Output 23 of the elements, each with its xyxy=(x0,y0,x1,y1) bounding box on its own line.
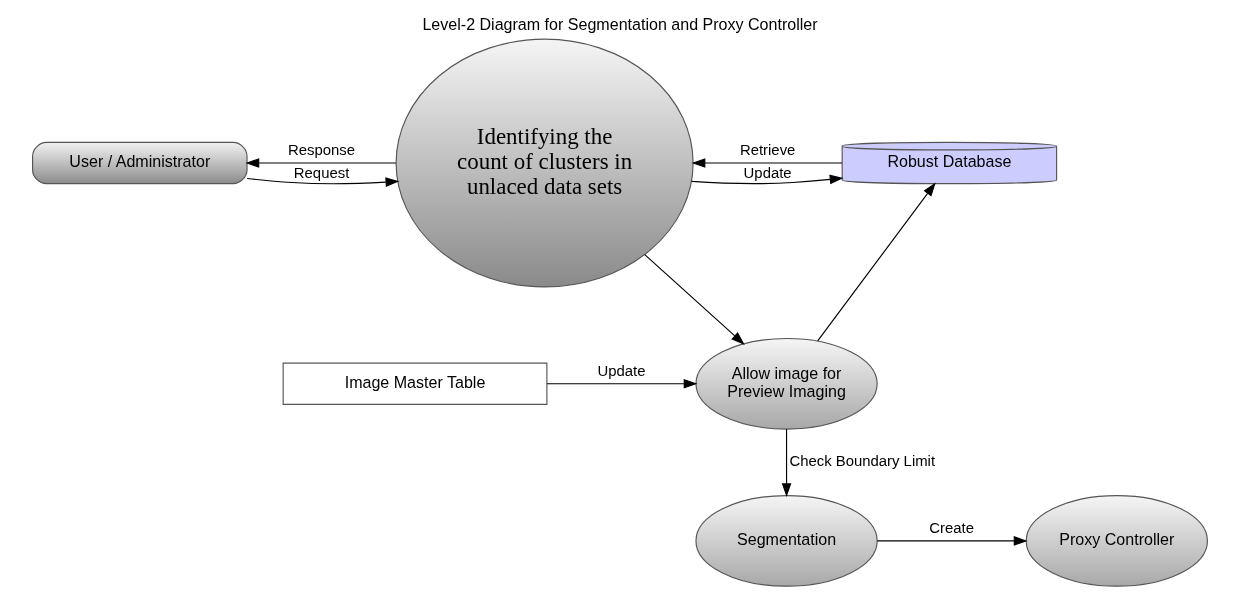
edge-label: Request xyxy=(293,165,349,182)
arrow xyxy=(244,158,396,168)
arrow xyxy=(246,177,399,187)
arrow xyxy=(643,254,745,345)
arrow xyxy=(691,158,843,168)
arrow xyxy=(781,428,791,498)
arrow xyxy=(546,378,697,389)
node-ellipse: Segmentation xyxy=(694,495,878,587)
edge-label: Create xyxy=(928,520,974,537)
edge-label: Retrieve xyxy=(739,142,795,159)
diagram-title: Level-2 Diagram for Segmentation and Proxy Controller xyxy=(421,15,818,34)
edge-label: Update xyxy=(743,165,792,182)
node-box: User / Administrator xyxy=(31,141,248,185)
node-box: Image Master Table xyxy=(282,362,547,405)
edge-label: Check Boundary Limit xyxy=(788,453,935,470)
edge-label: Update xyxy=(596,363,645,380)
arrow xyxy=(690,174,843,185)
node-ellipse: Proxy Controller xyxy=(1025,495,1208,587)
node-ellipse: Identifying the count of clusters in unlaced data sets xyxy=(395,38,694,288)
arrow xyxy=(816,182,936,342)
arrow xyxy=(876,536,1027,546)
edge-label: Response xyxy=(287,142,355,159)
node-ellipse: Allow image for Preview Imaging xyxy=(694,337,878,430)
